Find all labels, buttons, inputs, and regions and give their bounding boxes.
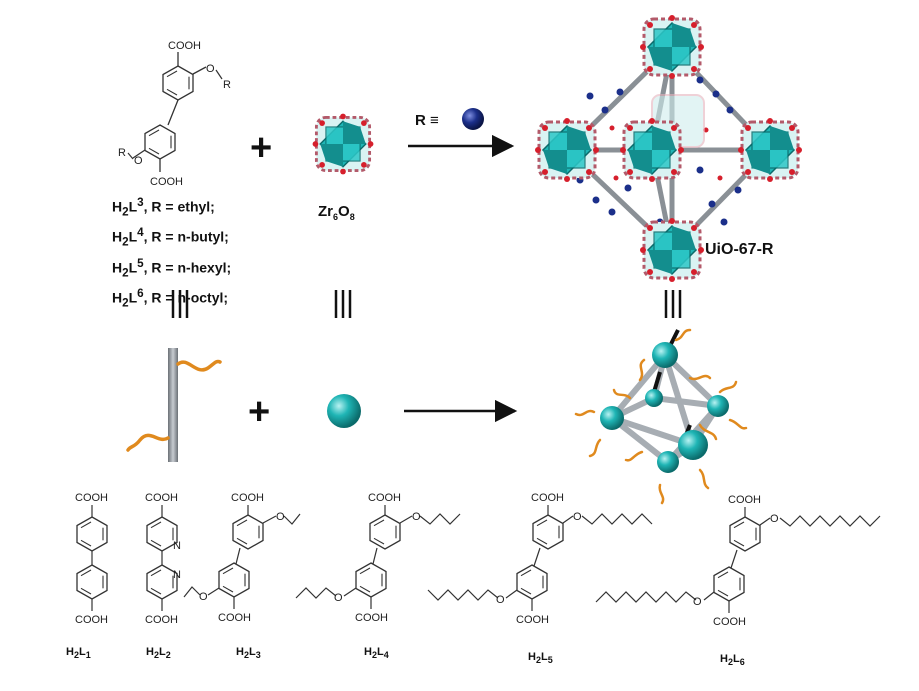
linker-l6 — [595, 507, 881, 613]
definition-l6: H2L6, R = n-octyl; — [112, 287, 229, 310]
r-equiv-label: R ≡ — [415, 112, 439, 129]
l5-oxygen-2: O — [496, 594, 505, 606]
plus-sign-bottom: + — [248, 391, 270, 433]
label-l2: H2L2 — [146, 646, 171, 661]
linker-l4 — [295, 505, 461, 609]
l5-cooh-top: COOH — [531, 492, 564, 504]
definition-l5: H2L5, R = n-hexyl; — [112, 256, 232, 280]
top-r-lower: R — [118, 147, 126, 159]
l5-oxygen-1: O — [573, 511, 582, 523]
l6-cooh-bottom: COOH — [713, 616, 746, 628]
l6-oxygen-2: O — [693, 596, 702, 608]
plus-sign-top: + — [250, 127, 272, 169]
l6-cooh-top: COOH — [728, 494, 761, 506]
framework-label: UiO-67-R — [705, 241, 774, 258]
linker-definitions: H2L3, R = ethyl; H2L4, R = n-butyl; H2L5… — [112, 192, 231, 314]
linker-l1 — [76, 505, 108, 611]
r-group-ball — [462, 108, 484, 130]
top-cooh-upper: COOH — [168, 40, 201, 52]
l3-oxygen-2: O — [199, 591, 208, 603]
definition-l3: H2L3, R = ethyl; — [112, 196, 215, 219]
top-ring-lower — [144, 124, 176, 160]
zr6o8-cluster — [311, 112, 375, 176]
label-l3: H2L3 — [236, 646, 261, 661]
equiv-mark-right — [664, 290, 682, 318]
top-oxygen-lower: O — [134, 155, 143, 167]
l1-cooh-top: COOH — [75, 492, 108, 504]
equiv-mark-left — [171, 290, 189, 318]
top-oxygen-upper: O — [206, 63, 215, 75]
linker-l3 — [183, 505, 301, 609]
top-r-upper: R — [223, 79, 231, 91]
l2-cooh-top: COOH — [145, 492, 178, 504]
cluster-label: Zr6O8 — [318, 203, 355, 222]
definition-l4: H2L4, R = n-butyl; — [112, 226, 229, 249]
l4-cooh-top: COOH — [368, 492, 401, 504]
label-l1: H2L1 — [66, 646, 91, 661]
l2-nitrogen-2: N — [173, 569, 181, 581]
linker-l2 — [146, 505, 178, 611]
l3-oxygen-1: O — [276, 511, 285, 523]
l2-cooh-bottom: COOH — [145, 614, 178, 626]
linker-rod-schematic — [126, 348, 222, 462]
l5-cooh-bottom: COOH — [516, 614, 549, 626]
top-cooh-lower: COOH — [150, 176, 183, 188]
top-ring-upper — [162, 65, 194, 101]
l3-cooh-bottom: COOH — [218, 612, 251, 624]
top-linker-structure: COOH COOH O R O R — [118, 40, 231, 188]
l2-nitrogen-1: N — [173, 540, 181, 552]
octahedral-cage-schematic — [574, 328, 748, 505]
uio-67-r-framework — [533, 13, 804, 284]
equiv-mark-middle — [334, 290, 352, 318]
l6-oxygen-1: O — [770, 513, 779, 525]
l1-cooh-bottom: COOH — [75, 614, 108, 626]
label-l6: H2L6 — [720, 653, 745, 668]
biphenyl-bond — [167, 99, 179, 126]
label-l5: H2L5 — [528, 651, 553, 666]
linker-l5 — [427, 505, 653, 611]
l4-cooh-bottom: COOH — [355, 612, 388, 624]
l4-oxygen-2: O — [334, 592, 343, 604]
label-l4: H2L4 — [364, 646, 389, 661]
l4-oxygen-1: O — [412, 511, 421, 523]
cluster-node-ball — [327, 394, 361, 428]
l3-cooh-top: COOH — [231, 492, 264, 504]
